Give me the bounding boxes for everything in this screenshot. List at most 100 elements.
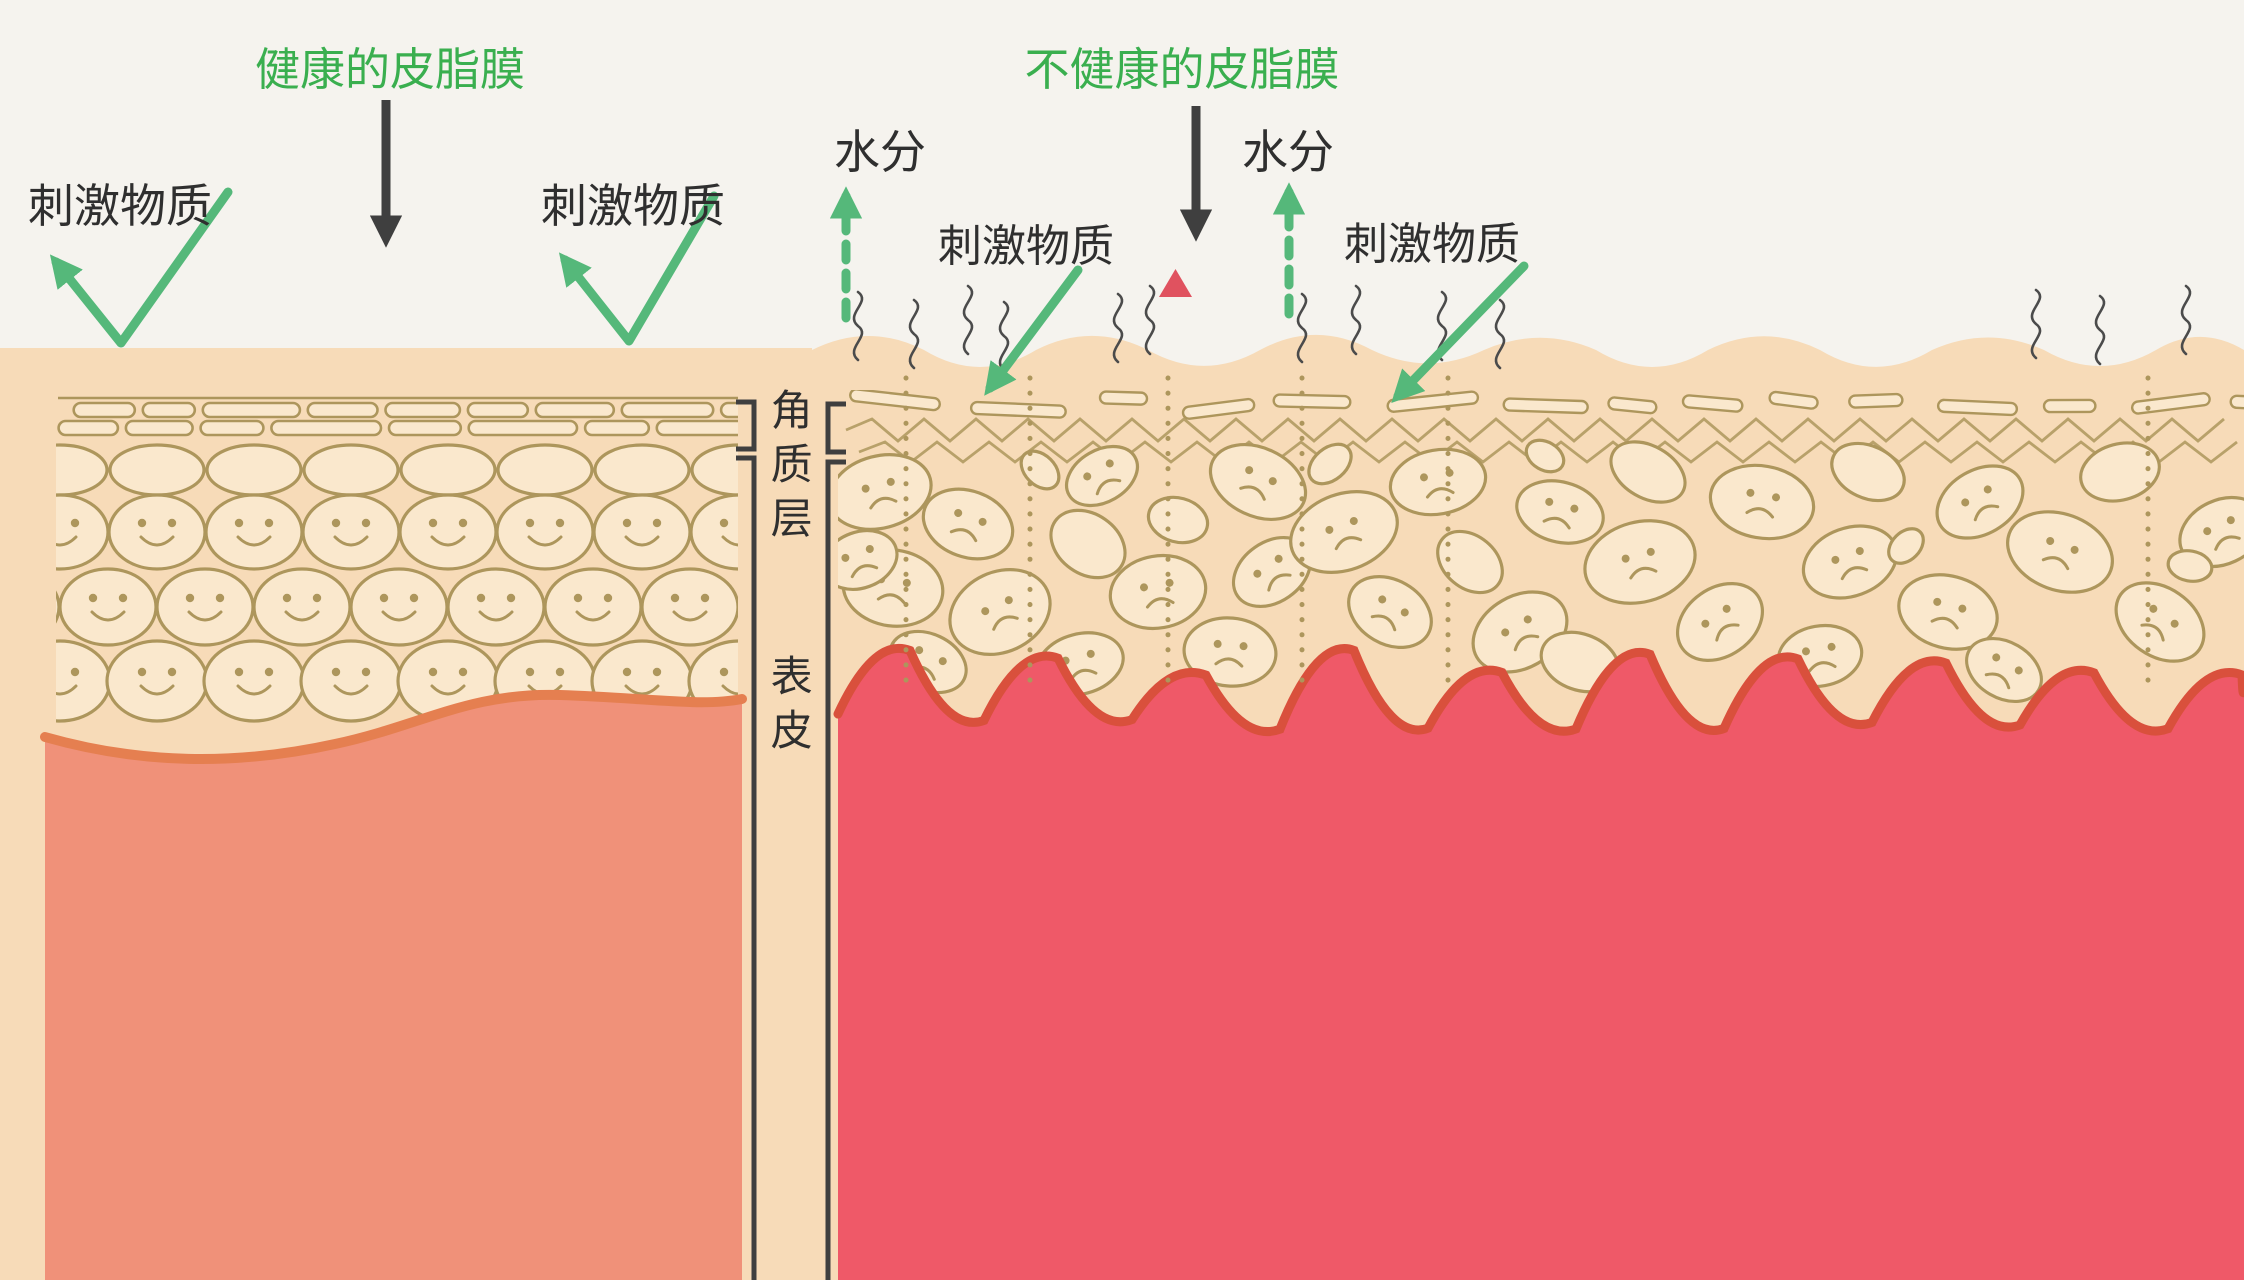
epidermis-bracket-right xyxy=(825,459,846,1280)
corneum-brick xyxy=(387,419,463,437)
skin-cell xyxy=(302,443,400,497)
evaporation-squiggles xyxy=(852,284,2192,372)
corneum-fragment xyxy=(1181,397,1256,420)
evaporation-squiggle-icon xyxy=(962,284,974,356)
evaporation-squiggle-icon xyxy=(1350,284,1362,356)
corneum-fragment xyxy=(2229,394,2244,411)
unhealthy-title: 不健康的皮脂膜 xyxy=(1024,43,1340,96)
right-dermis xyxy=(833,643,2244,1280)
skin-cell xyxy=(1887,527,1925,565)
corneum-brick xyxy=(124,419,194,437)
healthy-cell xyxy=(58,567,158,647)
corneum-fragment xyxy=(2130,392,2211,415)
corneum-brick xyxy=(141,401,197,419)
healthy-cell xyxy=(640,567,738,647)
skin-cell xyxy=(108,443,206,497)
corneum-brick xyxy=(57,419,120,437)
evaporation-squiggle-icon xyxy=(1494,298,1506,370)
healthy-cell xyxy=(202,639,306,723)
skin-cell xyxy=(1830,441,1906,503)
evaporation-squiggle-icon xyxy=(998,300,1010,372)
irritant-bounce-arrow-right xyxy=(558,191,719,346)
left-dermis xyxy=(40,689,747,1280)
right-annotations xyxy=(829,106,1529,403)
moisture-label-1: 水分 xyxy=(834,125,926,179)
healthy-cell xyxy=(299,639,403,723)
healthy-cell xyxy=(107,493,207,571)
skin-cell xyxy=(690,443,738,497)
unhealthy-cell xyxy=(1935,464,2025,540)
healthy-cell xyxy=(543,567,643,647)
corneum-fragment xyxy=(2042,398,2097,414)
unhealthy-cell xyxy=(2114,581,2206,663)
evaporation-squiggle-icon xyxy=(1112,292,1124,364)
unhealthy-cell xyxy=(1897,573,1999,651)
healthy-title: 健康的皮脂膜 xyxy=(254,43,526,96)
corneum-fragment xyxy=(1848,392,1904,409)
unhealthy-cell xyxy=(1801,524,1899,600)
corneum-brick xyxy=(719,401,738,419)
stratum-corneum-bracket-right xyxy=(825,401,846,455)
corneum-brick xyxy=(467,419,579,437)
skin-cell xyxy=(1019,449,1061,491)
skin-cell xyxy=(399,443,497,497)
corneum-brick xyxy=(201,401,302,419)
healthy-cell xyxy=(204,493,304,571)
unhealthy-cell xyxy=(1583,519,1697,605)
skin-cell xyxy=(1307,442,1353,486)
healthy-cell xyxy=(446,567,546,647)
moisture-label-2: 水分 xyxy=(1242,125,1334,179)
stratum-corneum-bracket-left xyxy=(736,399,757,452)
unhealthy-cell xyxy=(1208,443,1308,521)
healthy-cell xyxy=(349,567,449,647)
corneum-fragment xyxy=(1098,390,1149,406)
skin-cell xyxy=(1436,529,1504,595)
evaporation-squiggle-icon xyxy=(2094,294,2106,366)
unhealthy-cell xyxy=(1675,582,1765,662)
corneum-fragment xyxy=(1502,397,1589,415)
corneum-fragment xyxy=(1768,390,1819,410)
corneum-brick xyxy=(655,419,738,437)
irritant-label-left-2: 刺激物质 xyxy=(541,179,725,233)
irritant-label-right-1: 刺激物质 xyxy=(938,221,1114,272)
irritant-bounce-arrow-left xyxy=(49,187,233,348)
irritant-penetrating-arrow-2 xyxy=(1391,261,1529,403)
unhealthy-cell xyxy=(1065,444,1139,508)
healthy-cell xyxy=(155,567,255,647)
epidermis-bracket-left xyxy=(736,455,757,1280)
unhealthy-cell xyxy=(1347,575,1433,649)
corneum-brick xyxy=(270,419,383,437)
skin-cell xyxy=(1524,438,1566,474)
corneum-brick xyxy=(306,401,379,419)
evaporation-squiggle-icon xyxy=(908,298,920,370)
unhealthy-cell xyxy=(1388,447,1488,517)
corneum-fragment xyxy=(1386,390,1480,413)
corneum-fragment xyxy=(1272,393,1352,410)
left-annotations xyxy=(49,100,719,348)
corneum-brick xyxy=(72,401,137,419)
skin-cell xyxy=(1609,440,1687,504)
corneum-brick xyxy=(583,419,651,437)
unhealthy-cell xyxy=(948,568,1052,656)
corneum-brick xyxy=(466,401,530,419)
unhealthy-cell xyxy=(838,453,933,531)
unhealthy-cell xyxy=(921,487,1015,561)
corneum-fragment xyxy=(849,390,941,412)
healthy-cell xyxy=(495,493,595,571)
corneum-brick xyxy=(199,419,265,437)
healthy-cell xyxy=(252,567,352,647)
corneum-brick xyxy=(384,401,462,419)
unhealthy-cell xyxy=(1515,479,1605,545)
skin-cell xyxy=(205,443,303,497)
left-epidermis-cells xyxy=(56,396,738,723)
healthy-cell xyxy=(592,493,692,571)
unhealthy-cell xyxy=(2006,510,2114,594)
skin-cell xyxy=(1146,495,1210,545)
corneum-brick xyxy=(534,401,616,419)
damaged-corneum-zigzag xyxy=(845,417,2225,443)
skin-cell xyxy=(593,443,691,497)
healthy-dermis-shape xyxy=(45,694,742,1280)
irritant-label-right-2: 刺激物质 xyxy=(1344,219,1520,270)
